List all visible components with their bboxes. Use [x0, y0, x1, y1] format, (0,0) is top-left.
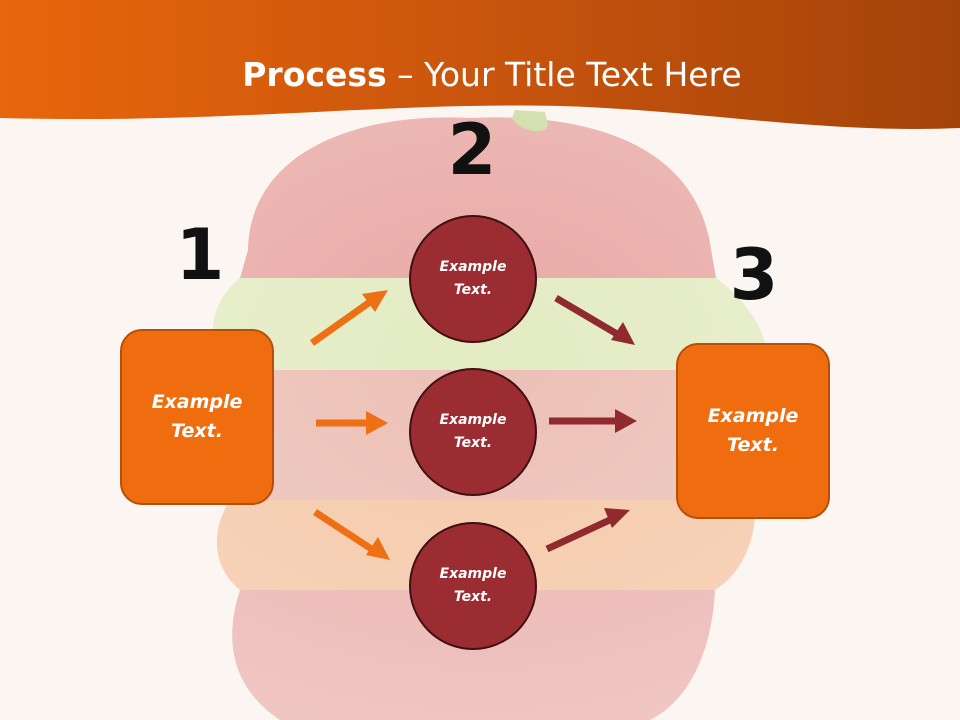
arrow-left-to-bottom	[313, 509, 390, 560]
arrow-left-to-top	[309, 290, 388, 346]
step-number-2: 2	[447, 109, 497, 191]
process-circle-bottom: Example Text.	[409, 522, 537, 650]
slide-title: Process – Your Title Text Here	[0, 52, 960, 98]
arrow-middle-to-right	[549, 409, 637, 433]
process-circle-top: Example Text.	[409, 215, 537, 343]
title-rest: – Your Title Text Here	[386, 55, 742, 94]
arrow-left-to-middle	[316, 411, 388, 435]
title-bold: Process	[242, 55, 387, 94]
process-circle-middle: Example Text.	[409, 368, 537, 496]
arrow-top-to-right	[554, 294, 635, 345]
step-number-1: 1	[175, 214, 225, 296]
step-number-3: 3	[729, 234, 779, 316]
right-process-box: Example Text.	[676, 343, 830, 519]
arrow-bottom-to-right	[545, 508, 630, 553]
left-process-box: Example Text.	[120, 329, 274, 505]
